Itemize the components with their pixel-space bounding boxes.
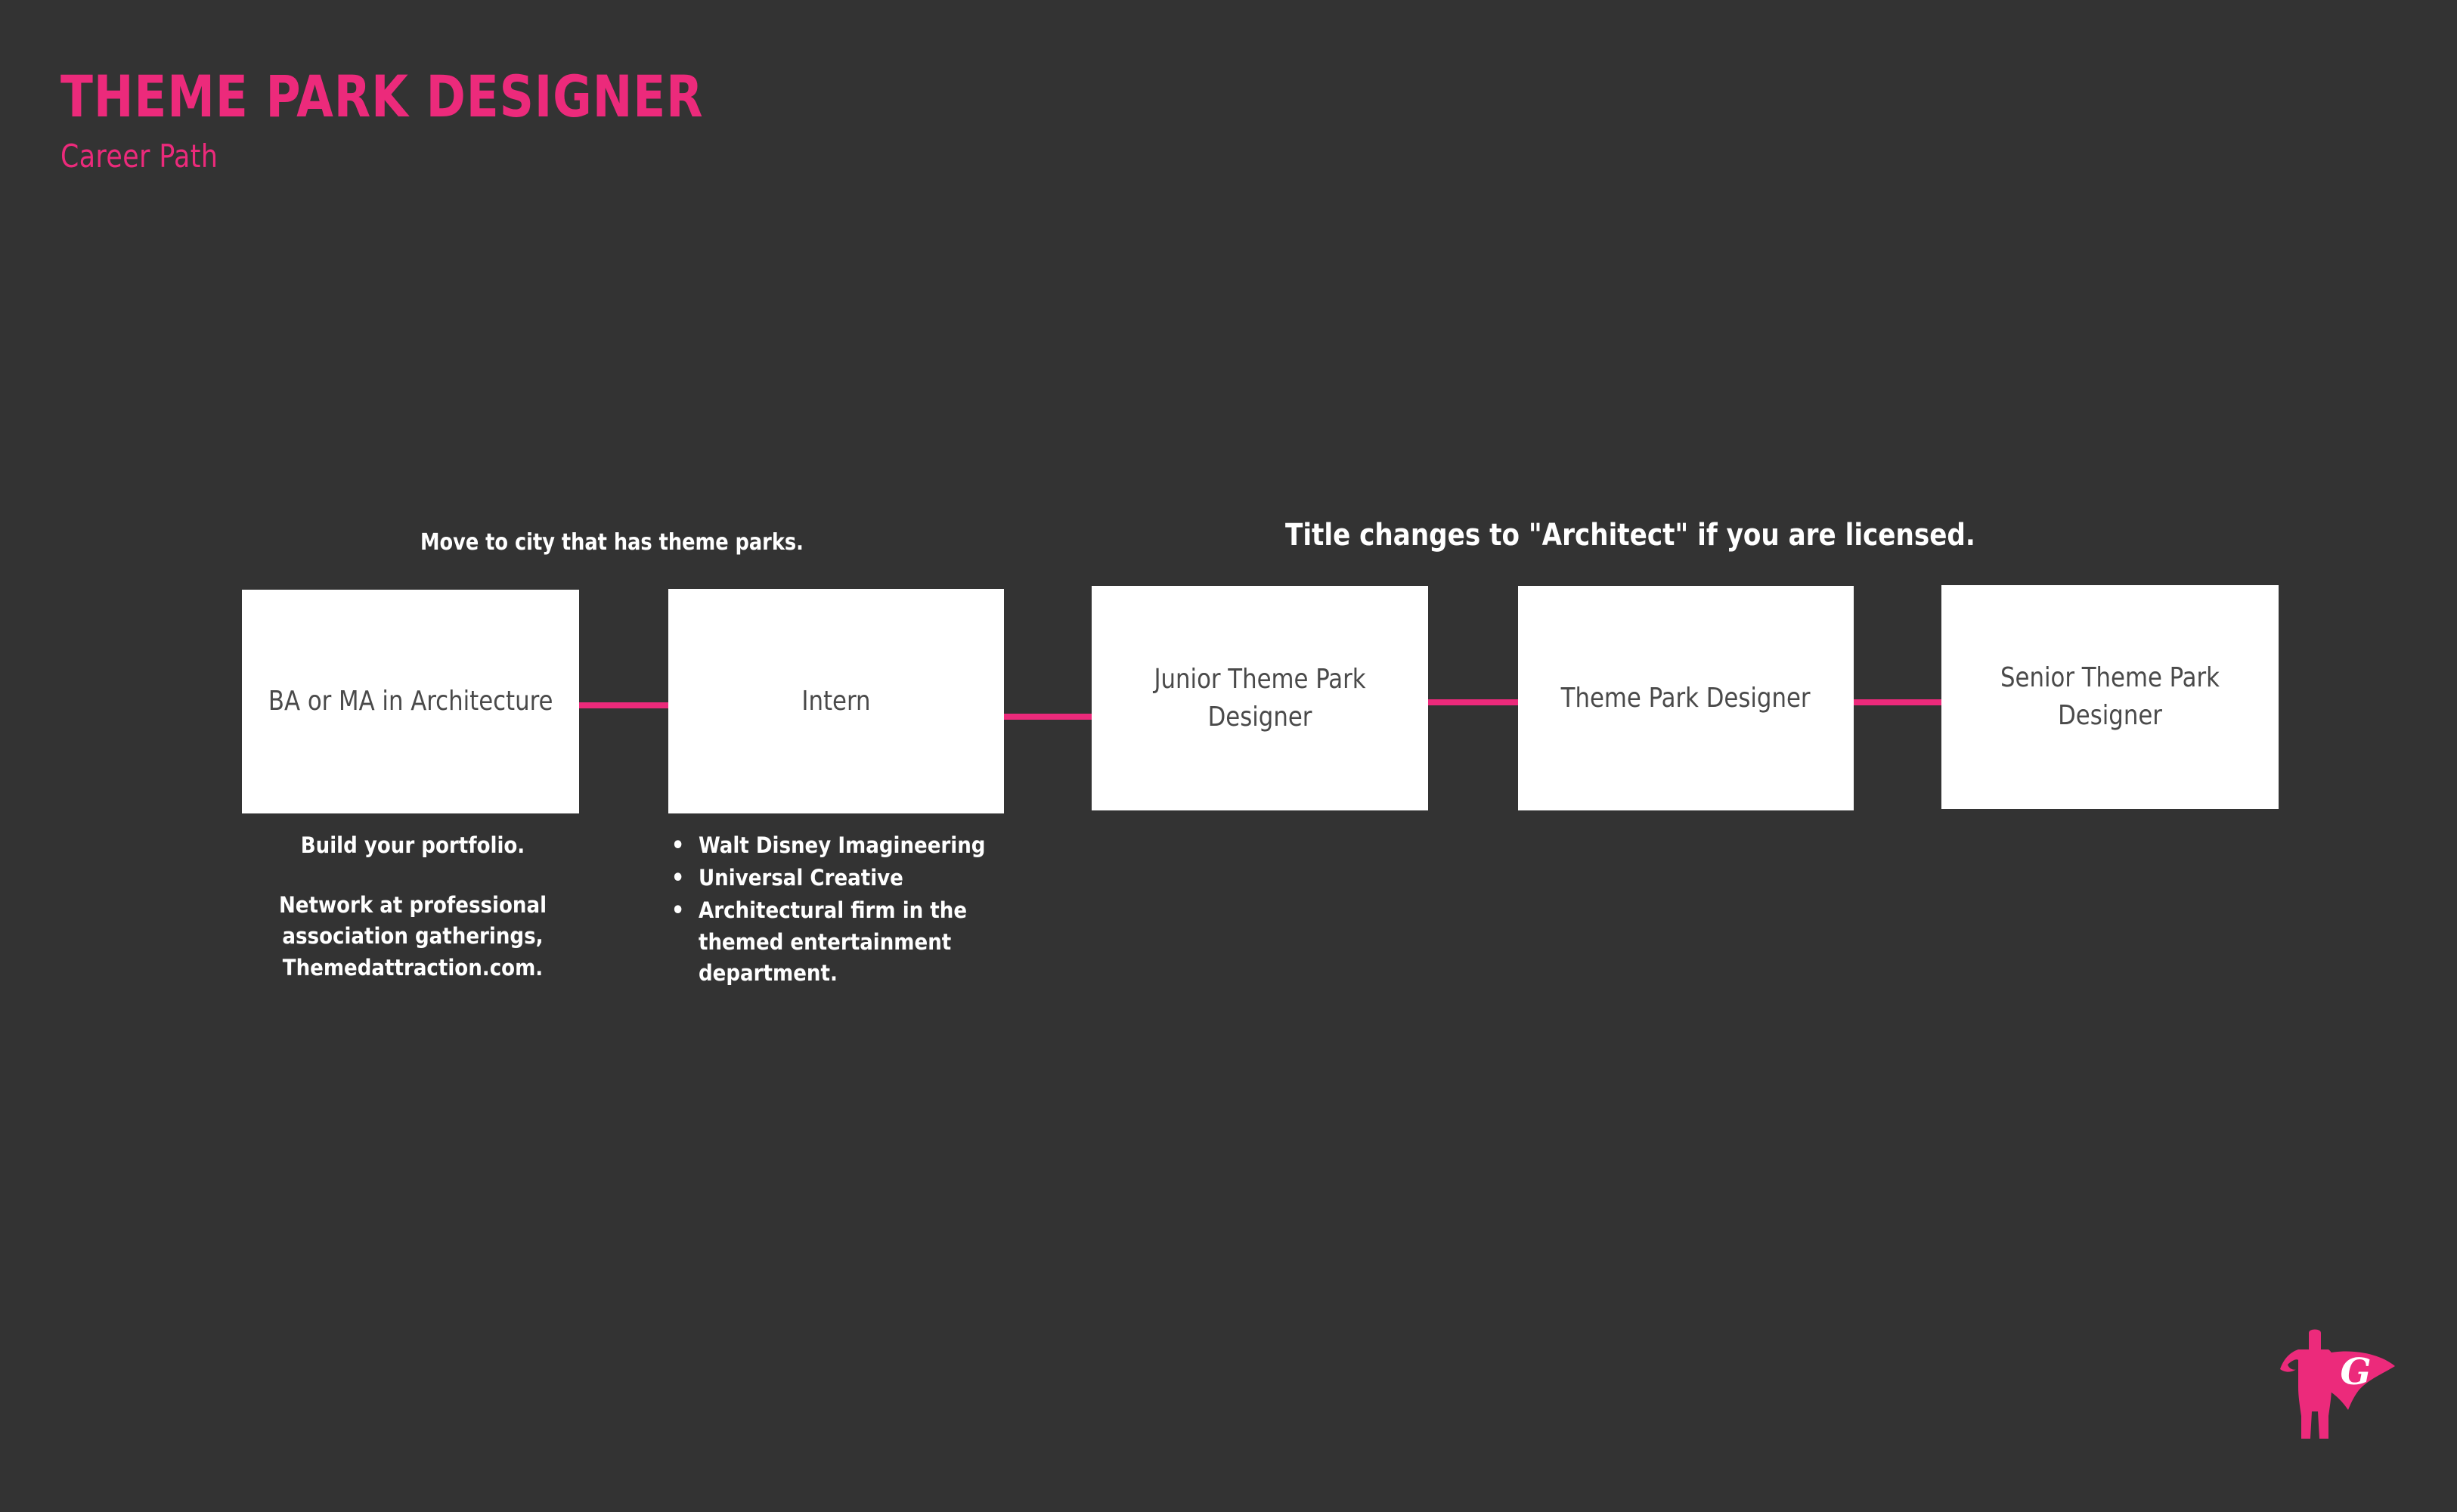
- header: THEME PARK DESIGNER Career Path: [60, 68, 1270, 175]
- flow-step-box-5[interactable]: Senior Theme Park Designer: [1941, 585, 2279, 809]
- page-subtitle: Career Path: [60, 138, 218, 175]
- caption-move-to-city: Move to city that has theme parks.: [420, 529, 804, 556]
- connector-3: [1427, 699, 1518, 705]
- logo-letter: G: [2341, 1351, 2372, 1393]
- flow-step-label-2: Intern: [801, 685, 871, 717]
- flow-step-box-4[interactable]: Theme Park Designer: [1518, 586, 1854, 810]
- flow-step-label-5: Senior Theme Park Designer: [2000, 662, 2220, 731]
- connector-1: [579, 702, 668, 708]
- flow-step-label-4: Theme Park Designer: [1561, 682, 1811, 714]
- superhero-logo: G: [2276, 1327, 2404, 1448]
- superhero-icon: [2280, 1329, 2395, 1439]
- flow-step-label-3: Junior Theme Park Designer: [1154, 663, 1366, 733]
- connector-4: [1854, 699, 1941, 705]
- flow-step-box-2[interactable]: Intern: [668, 589, 1004, 813]
- list-item: Universal Creative: [671, 863, 1021, 895]
- page-title: THEME PARK DESIGNER: [60, 63, 704, 130]
- note-intern: Walt Disney Imagineering Universal Creat…: [665, 830, 1021, 990]
- flow-step-label-1: BA or MA in Architecture: [268, 686, 553, 717]
- flow-step-box-1[interactable]: BA or MA in Architecture: [242, 590, 579, 813]
- note-degree: Build your portfolio. Network at profess…: [242, 830, 584, 984]
- list-item: Architectural firm in the themed enterta…: [671, 895, 1021, 989]
- list-item: Walt Disney Imagineering: [671, 830, 1021, 863]
- connector-2: [1004, 714, 1093, 720]
- flow-step-box-3[interactable]: Junior Theme Park Designer: [1092, 586, 1428, 810]
- note-degree-line-2: Network at professional association gath…: [278, 892, 547, 981]
- caption-architect-note: Title changes to "Architect" if you are …: [1285, 518, 1975, 553]
- note-degree-line-1: Build your portfolio.: [300, 832, 525, 858]
- intern-bullet-list: Walt Disney Imagineering Universal Creat…: [665, 830, 1021, 989]
